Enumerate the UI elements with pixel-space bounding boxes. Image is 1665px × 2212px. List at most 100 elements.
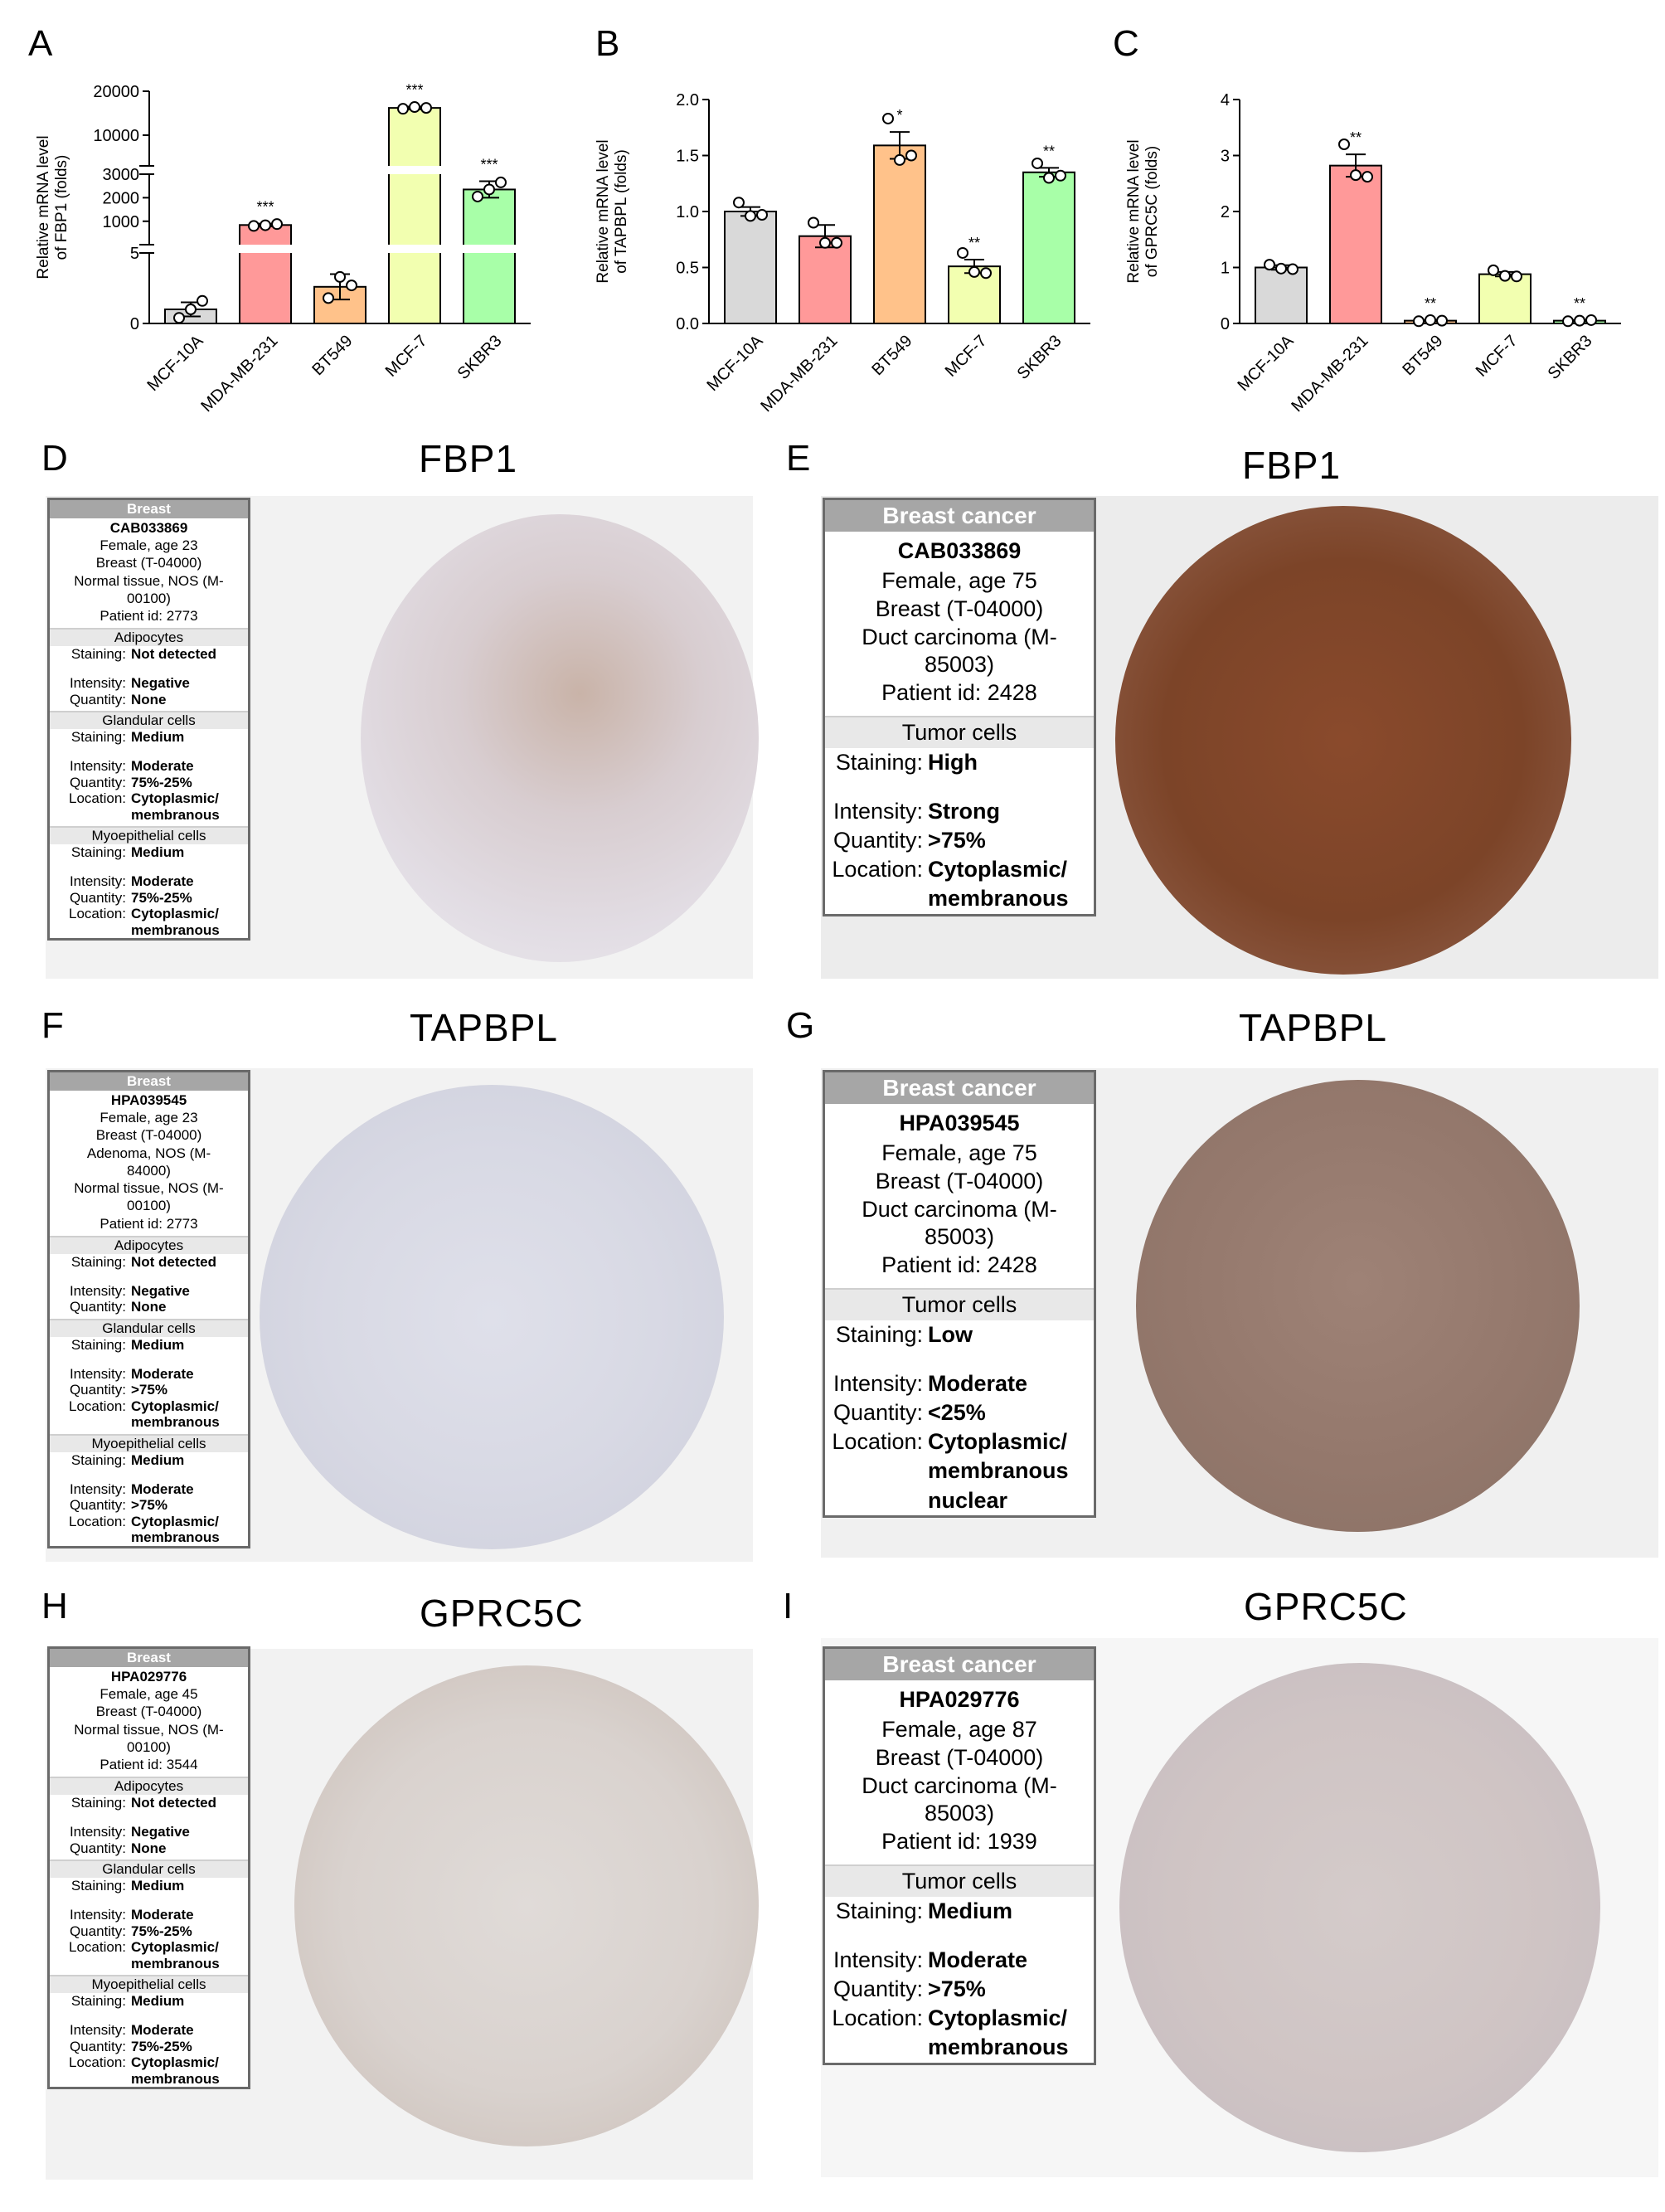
significance-mark: ** — [1043, 143, 1055, 159]
stain-key: Intensity: — [832, 1371, 923, 1397]
stain-value: Moderate — [928, 1947, 1028, 1973]
stain-key: Quantity: — [69, 774, 126, 790]
bar — [463, 188, 516, 324]
stain-row: Quantity:>75% — [50, 1497, 248, 1514]
stain-key: Staining: — [70, 1253, 126, 1270]
data-point — [1425, 314, 1436, 326]
stain-key: Intensity: — [69, 1480, 126, 1497]
stain-value: Moderate — [131, 1907, 194, 1923]
title-e: FBP1 — [1242, 444, 1342, 487]
significance-mark: * — [896, 107, 902, 124]
data-point — [173, 312, 185, 324]
stain-value: High — [928, 749, 978, 775]
y-tick-label: 0.0 — [676, 315, 699, 333]
sample-info: Female, age 23 Breast (T-04000) Adenoma,… — [74, 1110, 224, 1232]
data-point — [1488, 264, 1499, 276]
panel-label-e: E — [786, 438, 811, 479]
stain-row: Location:Cytoplasmic/ membranous — [50, 1398, 248, 1431]
axis-break-gap — [139, 166, 159, 174]
stain-value: Moderate — [131, 1365, 194, 1382]
stain-value: >75% — [131, 1497, 167, 1514]
data-point — [409, 101, 420, 114]
antibody-id: HPA039545 — [110, 1092, 187, 1108]
stain-key: Location: — [69, 1939, 126, 1956]
stain-key: Intensity: — [69, 873, 126, 890]
x-tick-label: SKBR3 — [454, 332, 506, 383]
stain-value: Negative — [131, 1282, 190, 1299]
data-point — [819, 236, 831, 249]
title-h: GPRC5C — [420, 1592, 584, 1635]
stain-key: Staining: — [835, 1898, 923, 1923]
stain-row: Quantity:75%-25% — [50, 2039, 248, 2055]
stain-value: Cytoplasmic/ membranous — [928, 2005, 1069, 2060]
stain-key: Quantity: — [69, 1840, 126, 1856]
panel-label-b: B — [595, 23, 620, 64]
tissue-core-h — [294, 1665, 759, 2146]
stain-key: Staining: — [70, 1878, 126, 1894]
sample-info: Female, age 75 Breast (T-04000) Duct car… — [862, 568, 1057, 705]
y-tick-label: 1.5 — [676, 148, 699, 166]
x-tick-label: BT549 — [308, 332, 356, 379]
axis-break-band — [151, 166, 531, 174]
stain-row: Quantity:<25% — [825, 1398, 1094, 1427]
cell-type-header: Tumor cells — [825, 1864, 1094, 1897]
stain-row: Intensity:Moderate — [50, 758, 248, 775]
panel-label-d: D — [41, 438, 68, 479]
stain-value: Moderate — [131, 2022, 194, 2039]
data-point — [260, 219, 271, 231]
stain-value: >75% — [928, 1976, 986, 2002]
data-point — [1574, 314, 1585, 327]
significance-mark: ** — [1425, 295, 1436, 312]
y-tick-label: 1000 — [103, 213, 140, 231]
stain-row: Quantity:>75% — [825, 826, 1094, 855]
stain-row: Staining: Not detected — [50, 1254, 248, 1271]
panel-label-i: I — [783, 1586, 794, 1626]
stain-row: Quantity:None — [50, 1840, 248, 1857]
stain-value: Medium — [131, 729, 185, 746]
stain-value: Moderate — [131, 873, 194, 890]
stain-value: Medium — [131, 844, 185, 861]
stain-value: Cytoplasmic/ membranous — [131, 1513, 220, 1546]
stain-row: Location:Cytoplasmic/ membranous — [50, 1939, 248, 1971]
data-point — [346, 280, 357, 292]
stain-value: Not detected — [131, 1253, 216, 1270]
panel-label-g: G — [786, 1005, 815, 1046]
stain-row: Intensity:Moderate — [825, 1946, 1094, 1975]
stain-value: 75%-25% — [131, 2038, 192, 2054]
data-point — [980, 267, 992, 280]
data-point — [271, 218, 283, 231]
stain-value: Low — [928, 1321, 973, 1347]
data-point — [1275, 262, 1287, 275]
data-point — [323, 292, 334, 304]
significance-mark: *** — [256, 199, 274, 216]
data-point — [1362, 171, 1373, 183]
x-tick-label: MCF-10A — [143, 332, 207, 396]
stain-value: Not detected — [131, 646, 216, 663]
data-point — [1264, 259, 1275, 271]
row-spacer — [825, 1349, 1094, 1369]
cell-type-header: Glandular cells — [50, 1860, 248, 1879]
card-header: Breast — [50, 1649, 248, 1667]
data-point — [1585, 314, 1597, 326]
axis-break-gap — [139, 245, 159, 253]
stain-value: Moderate — [131, 758, 194, 775]
stain-key: Location: — [69, 2054, 126, 2071]
data-point — [472, 190, 483, 202]
data-point — [185, 304, 197, 315]
stain-key: Quantity: — [69, 1382, 126, 1398]
x-tick-label: SKBR3 — [1014, 332, 1066, 383]
stain-row: Quantity:75%-25% — [50, 775, 248, 791]
data-point — [894, 153, 905, 166]
stain-key: Location: — [69, 1398, 126, 1414]
title-g: TAPBPL — [1239, 1006, 1387, 1049]
stain-key: Staining: — [835, 1321, 923, 1347]
bar — [799, 235, 852, 324]
stain-row: Intensity:Moderate — [50, 2022, 248, 2039]
